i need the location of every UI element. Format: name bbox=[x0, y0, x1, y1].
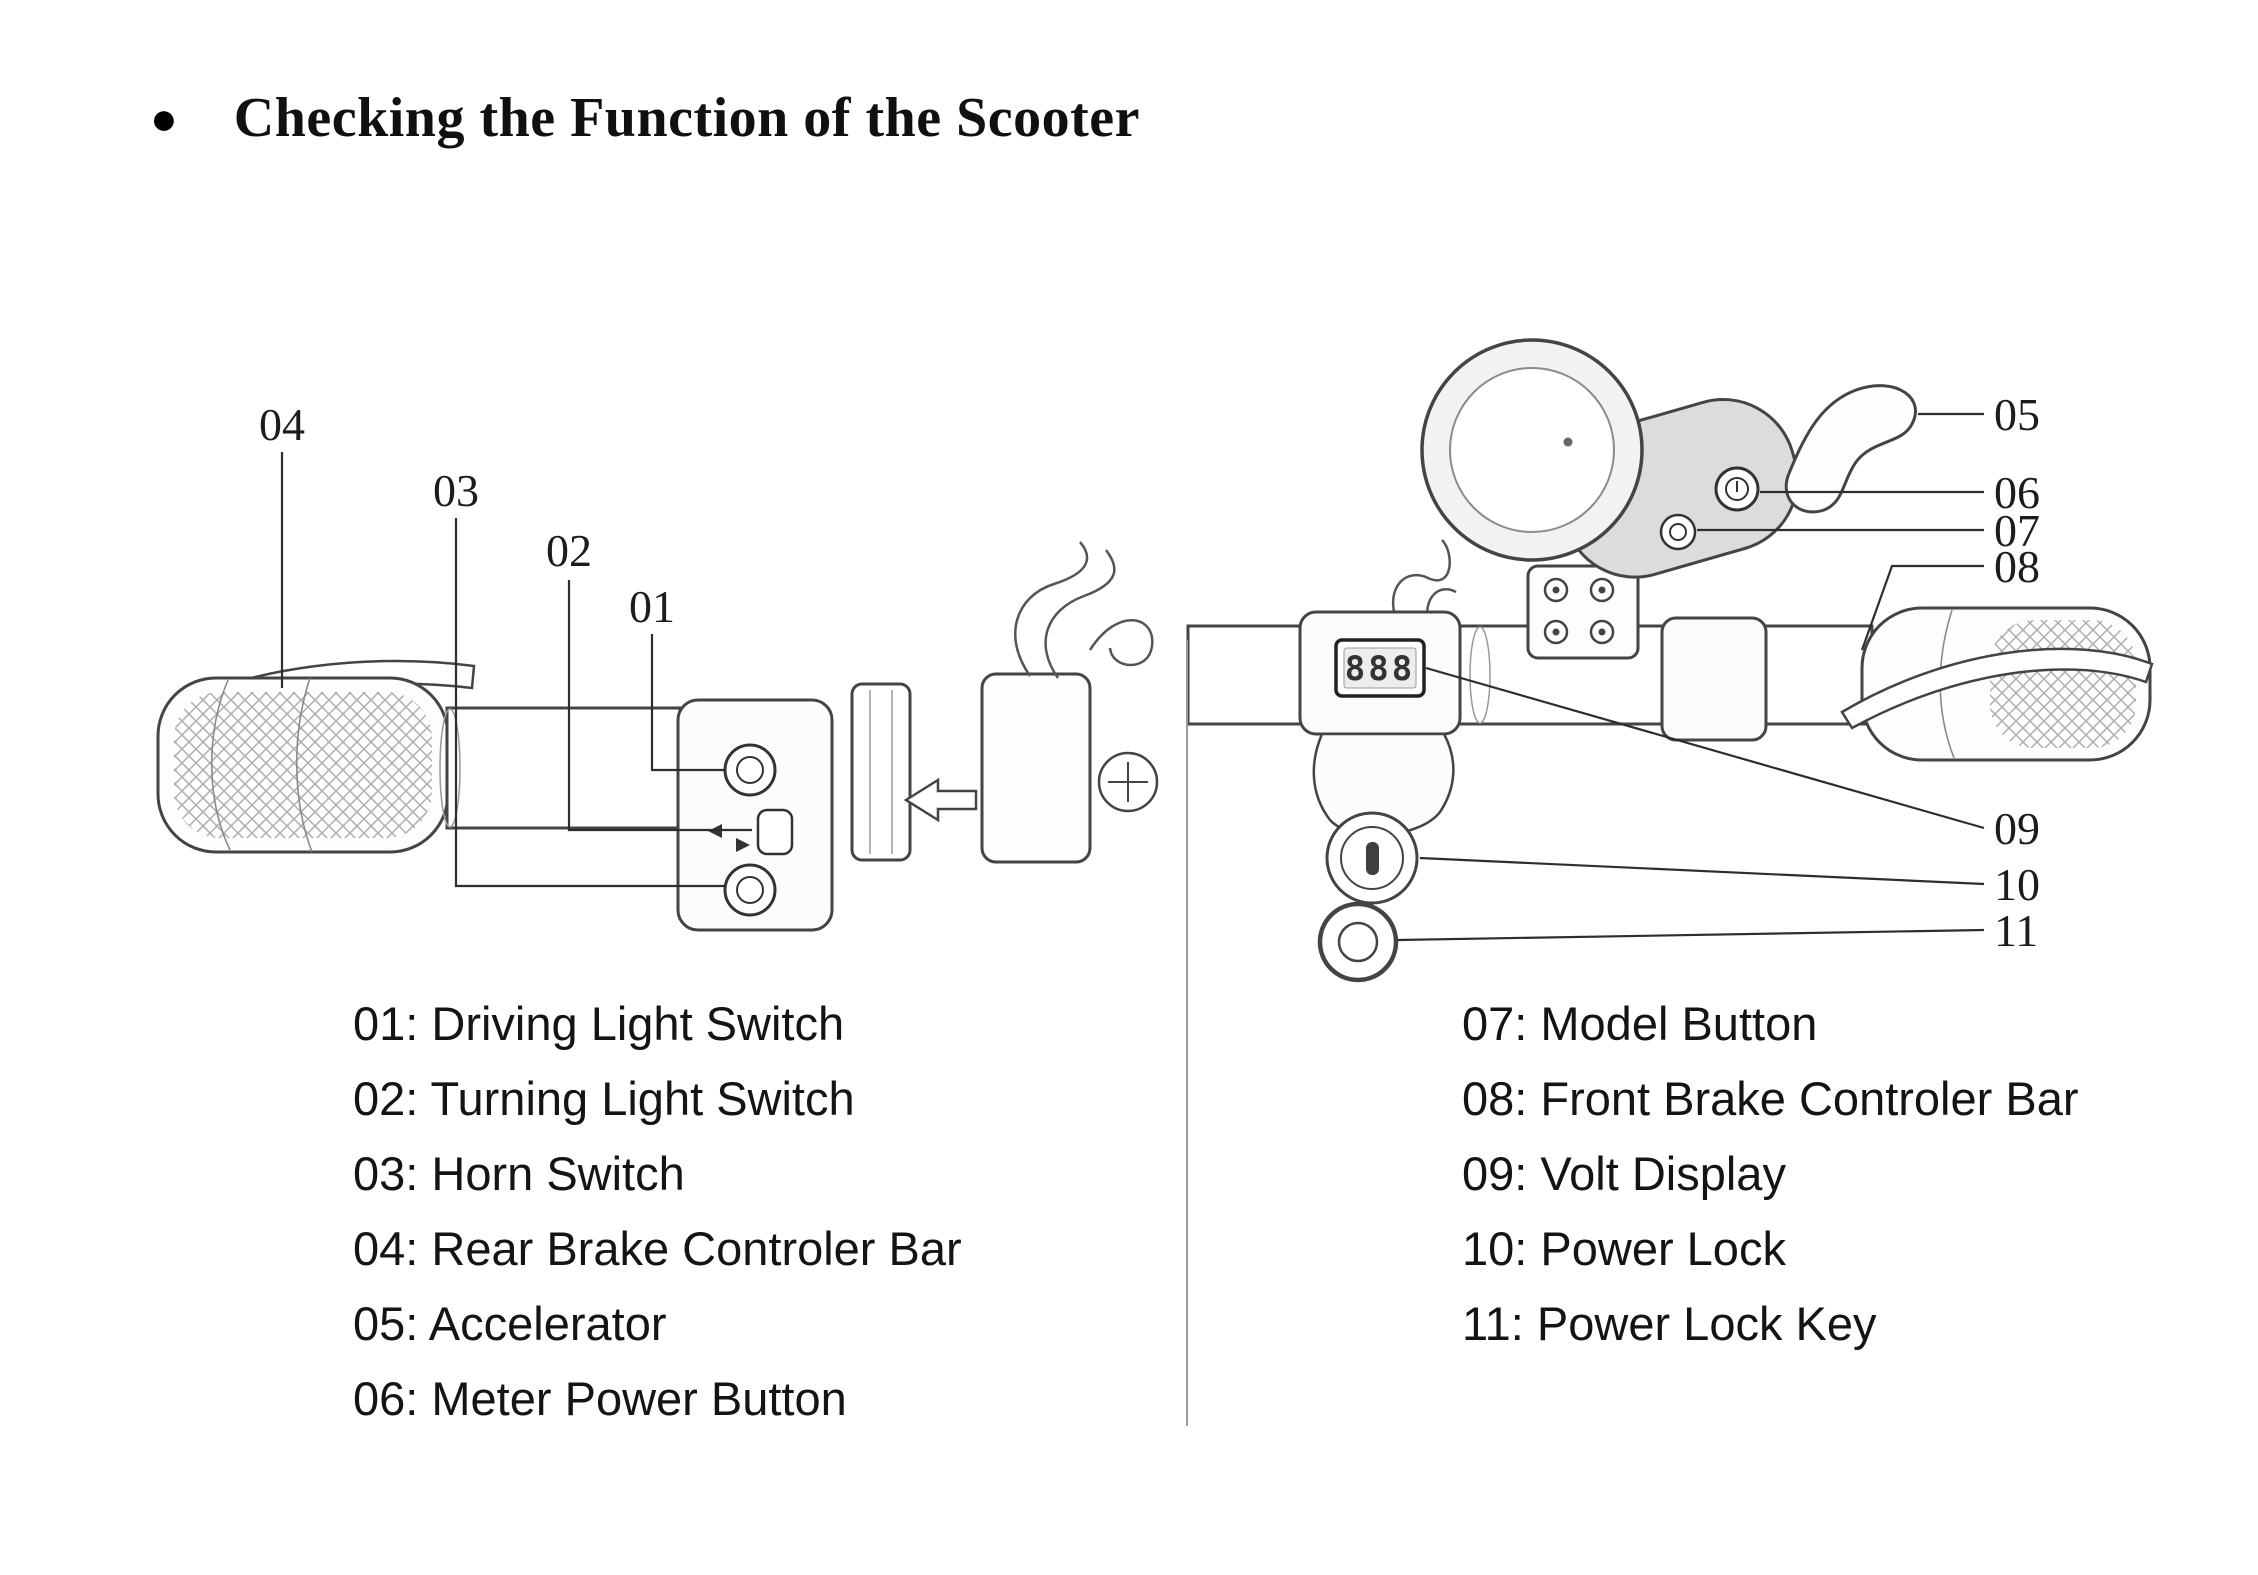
legend-item: 06: Meter Power Button bbox=[353, 1372, 847, 1425]
callout-06: 06 bbox=[1994, 467, 2040, 518]
callout-lines bbox=[280, 412, 1985, 942]
callout-line-02 bbox=[567, 580, 752, 832]
bar-clamp bbox=[850, 682, 912, 862]
left-grip-texture bbox=[174, 692, 432, 838]
page-title: Checking the Function of the Scooter bbox=[233, 87, 1140, 149]
tube-joint-icon bbox=[439, 708, 461, 828]
section-header: ● Checking the Function of the Scooter bbox=[150, 86, 1140, 150]
handlebar-tube-left bbox=[445, 706, 682, 830]
left-handlebar-assembly bbox=[156, 541, 1159, 932]
power-lock-key bbox=[1317, 901, 1399, 983]
callout-line-01 bbox=[650, 634, 724, 772]
stem-bolt-icon bbox=[1097, 751, 1159, 813]
display-screen bbox=[1449, 367, 1615, 533]
callout-02: 02 bbox=[546, 525, 592, 576]
legend-item: 09: Volt Display bbox=[1462, 1147, 1786, 1200]
left-grip-contour bbox=[295, 677, 313, 853]
model-button bbox=[1659, 513, 1697, 551]
legend-item: 10: Power Lock bbox=[1462, 1222, 1786, 1275]
legend-divider bbox=[1186, 640, 1188, 1426]
brake-cables bbox=[1014, 541, 1154, 679]
legend-column-left: 01: Driving Light Switch 02: Turning Lig… bbox=[353, 986, 962, 1436]
switch-housing bbox=[676, 698, 834, 932]
legend-item: 08: Front Brake Controler Bar bbox=[1462, 1072, 2079, 1125]
display-dot-icon bbox=[1563, 437, 1573, 447]
callout-09: 09 bbox=[1994, 803, 2040, 854]
callout-01: 01 bbox=[629, 581, 675, 632]
callout-line-10 bbox=[1419, 856, 1985, 886]
front-brake-controller-bar bbox=[1840, 647, 2154, 730]
display-bracket bbox=[1526, 564, 1640, 660]
volt-display: 888 bbox=[1334, 638, 1426, 698]
left-arrow-icon bbox=[903, 777, 978, 823]
accelerator-paddle bbox=[1784, 384, 1917, 514]
stem-clamp bbox=[980, 672, 1092, 864]
driving-light-switch-button bbox=[723, 743, 777, 797]
legend-item: 11: Power Lock Key bbox=[1462, 1297, 1877, 1350]
legend-item: 03: Horn Switch bbox=[353, 1147, 685, 1200]
legend-item: 07: Model Button bbox=[1462, 997, 1818, 1050]
keyhole-icon bbox=[1366, 842, 1379, 875]
display-unit bbox=[1420, 338, 1799, 579]
right-grip-texture bbox=[1990, 620, 2136, 748]
legend-item: 04: Rear Brake Controler Bar bbox=[353, 1222, 962, 1275]
power-lock bbox=[1325, 811, 1419, 905]
callout-line-09 bbox=[1425, 666, 1985, 830]
callout-03: 03 bbox=[433, 465, 479, 516]
callout-line-11 bbox=[1397, 928, 1985, 942]
horn-switch-button bbox=[723, 863, 777, 917]
brake-lever-mount bbox=[1660, 616, 1768, 742]
tube-joint-icon bbox=[1469, 626, 1491, 724]
legend-column-right: 07: Model Button 08: Front Brake Control… bbox=[1462, 986, 2079, 1361]
bullet-icon: ● bbox=[150, 92, 178, 144]
callout-08: 08 bbox=[1994, 541, 2040, 592]
left-grip-contour bbox=[210, 679, 231, 851]
callout-line-03 bbox=[454, 518, 724, 888]
callout-10: 10 bbox=[1994, 859, 2040, 910]
volt-display-value: 888 bbox=[1345, 649, 1415, 689]
callout-05: 05 bbox=[1994, 389, 2040, 440]
callout-07: 07 bbox=[1994, 505, 2040, 556]
legend-item: 02: Turning Light Switch bbox=[353, 1072, 855, 1125]
right-handlebar-assembly: 888 bbox=[1186, 338, 2154, 983]
callout-04: 04 bbox=[259, 399, 305, 450]
meter-power-button bbox=[1714, 466, 1760, 512]
callout-11: 11 bbox=[1994, 905, 2038, 956]
callout-line-08 bbox=[1860, 564, 1984, 651]
legend-item: 05: Accelerator bbox=[353, 1297, 667, 1350]
callout-labels: 04 03 02 01 05 06 07 08 09 10 11 bbox=[259, 389, 2040, 956]
legend-item: 01: Driving Light Switch bbox=[353, 997, 845, 1050]
